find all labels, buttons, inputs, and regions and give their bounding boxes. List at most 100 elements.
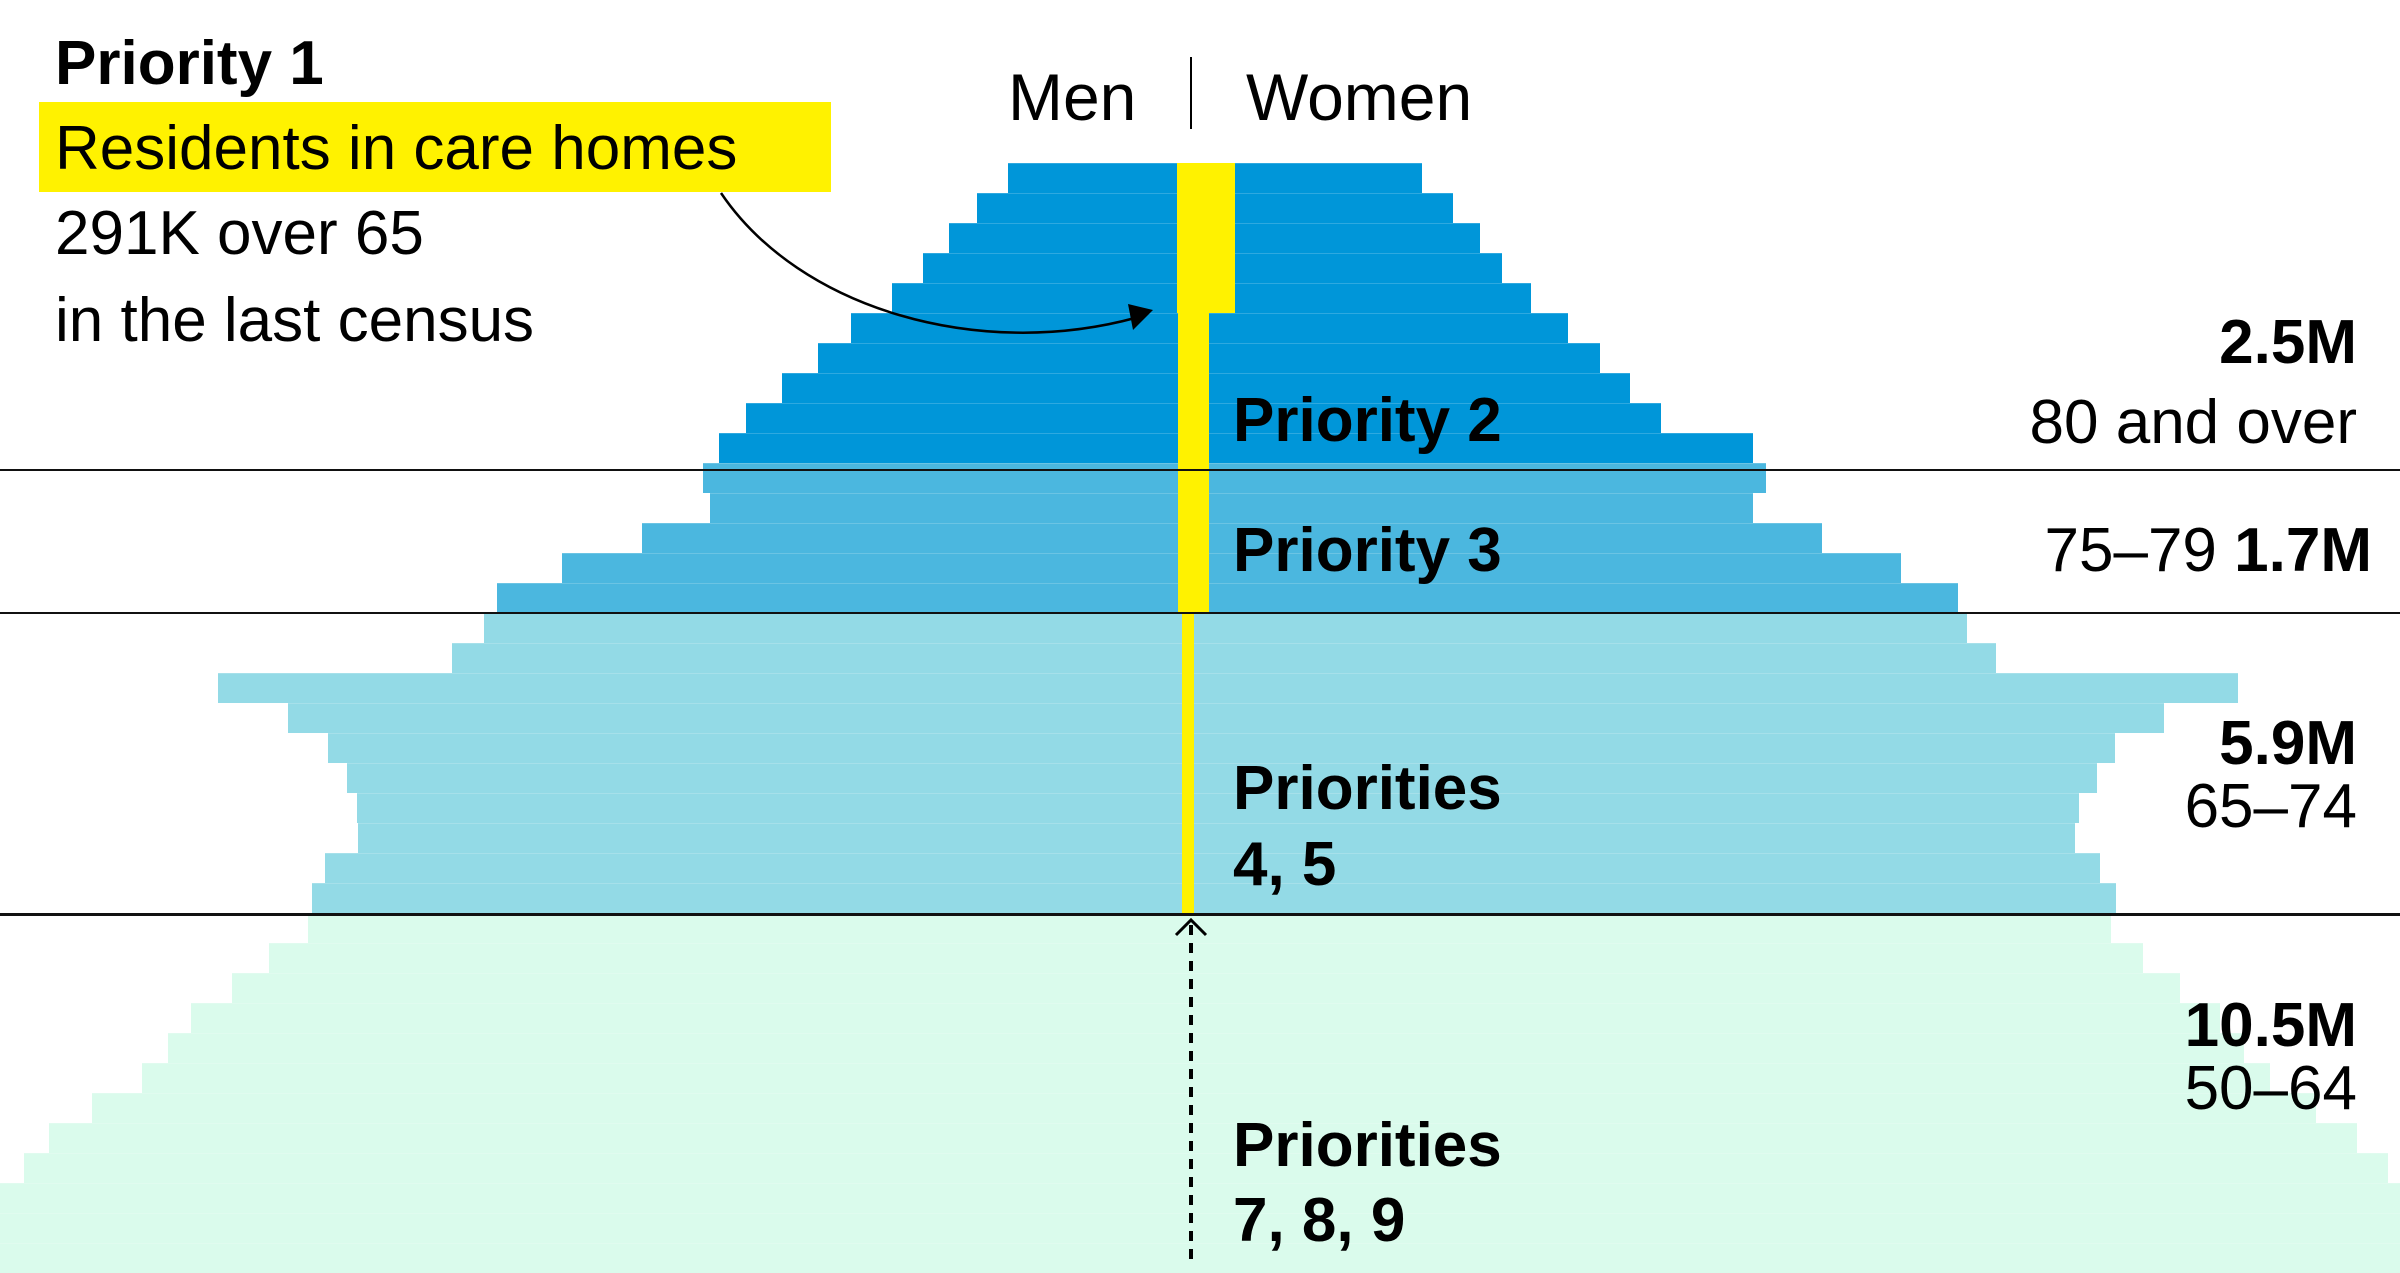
men-bar: [358, 823, 1191, 853]
annotation-line-1: 291K over 65: [55, 199, 424, 268]
priority-3-label: Priority 3: [1233, 516, 1502, 585]
dotted-arrow-chevron-icon: [1174, 917, 1208, 937]
women-bar: [1191, 973, 2180, 1003]
ages-50-64: 50–64: [2184, 1054, 2357, 1123]
men-bar: [0, 1213, 1191, 1243]
women-bar: [1191, 493, 1753, 523]
men-bar: [949, 223, 1191, 253]
men-bar: [923, 253, 1191, 283]
men-bar: [218, 673, 1191, 703]
priorities-4-5-label: Priorities: [1233, 754, 1502, 823]
women-bar: [1191, 463, 1766, 493]
priority-1-title: Priority 1: [55, 29, 324, 98]
men-bar: [168, 1033, 1191, 1063]
men-bar: [49, 1123, 1191, 1153]
highlight-box: [39, 102, 831, 192]
divider-75-65: [0, 612, 2400, 614]
women-bar: [1191, 283, 1531, 313]
women-label: Women: [1246, 60, 1473, 134]
women-bar: [1191, 853, 2100, 883]
women-bar: [1191, 403, 1661, 433]
men-bar: [24, 1153, 1191, 1183]
women-bar: [1191, 673, 2238, 703]
women-bar: [1191, 643, 1996, 673]
men-bar: [142, 1063, 1191, 1093]
men-bar: [191, 1003, 1191, 1033]
men-bar: [719, 433, 1191, 463]
men-bar: [497, 583, 1191, 613]
care-home-bar-65-74: [1182, 613, 1194, 913]
women-bar: [1191, 1213, 2400, 1243]
priorities-7-8-9-numbers: 7, 8, 9: [1233, 1186, 1406, 1255]
men-bar: [452, 643, 1191, 673]
women-bar: [1191, 553, 1901, 583]
women-bar: [1191, 523, 1822, 553]
men-bar: [977, 193, 1191, 223]
men-bar: [818, 343, 1191, 373]
women-bar: [1191, 373, 1630, 403]
priorities-4-5-numbers: 4, 5: [1233, 830, 1337, 899]
men-bar: [357, 793, 1191, 823]
arrow-head-icon: [1128, 304, 1153, 330]
curved-arrow: [719, 192, 1136, 334]
women-bar: [1191, 223, 1480, 253]
women-bar: [1191, 793, 2079, 823]
women-bar: [1191, 1063, 2270, 1093]
women-bar: [1191, 1183, 2400, 1213]
men-bar: [288, 703, 1191, 733]
men-bar: [312, 883, 1191, 913]
total-50-64: 10.5M: [2184, 991, 2357, 1060]
men-bar: [232, 973, 1191, 1003]
care-home-bar-75-79: [1178, 470, 1209, 613]
women-bar: [1191, 1153, 2388, 1183]
divider-65-50: [0, 913, 2400, 916]
men-bar: [325, 853, 1191, 883]
men-bar: [328, 733, 1191, 763]
women-bar: [1191, 343, 1600, 373]
care-home-bar-80plus-lower: [1178, 313, 1209, 470]
ages-80-plus: 80 and over: [2029, 388, 2357, 457]
women-bar: [1191, 583, 1958, 613]
women-bar: [1191, 943, 2143, 973]
women-bar: [1191, 883, 2116, 913]
divider-80-75: [0, 469, 2400, 471]
men-bar: [484, 613, 1191, 643]
men-bar: [1008, 163, 1191, 193]
men-bar: [746, 403, 1191, 433]
men-bar: [92, 1093, 1191, 1123]
men-bar: [347, 763, 1191, 793]
women-bar: [1191, 1123, 2357, 1153]
total-80-plus: 2.5M: [2219, 308, 2357, 377]
women-bar: [1191, 823, 2075, 853]
row-75-79: 75–79 1.7M: [2045, 520, 2373, 582]
women-bar: [1191, 733, 2115, 763]
women-bar: [1191, 253, 1502, 283]
total-75-79: 1.7M: [2234, 516, 2372, 585]
men-bar: [710, 493, 1191, 523]
women-bar: [1191, 613, 1967, 643]
men-bar: [703, 463, 1191, 493]
priorities-7-8-9-label: Priorities: [1233, 1111, 1502, 1180]
women-bar: [1191, 703, 2164, 733]
women-bar: [1191, 1033, 2244, 1063]
men-bar: [0, 1183, 1191, 1213]
ages-65-74: 65–74: [2184, 772, 2357, 841]
men-bar: [308, 913, 1191, 943]
men-bar: [269, 943, 1191, 973]
care-homes-highlight-text: Residents in care homes: [55, 114, 738, 183]
women-bar: [1191, 763, 2097, 793]
priority-2-label: Priority 2: [1233, 386, 1502, 455]
women-bar: [1191, 1093, 2316, 1123]
women-bar: [1191, 1003, 2220, 1033]
women-bar: [1191, 433, 1753, 463]
men-label: Men: [1008, 60, 1137, 134]
total-65-74: 5.9M: [2219, 709, 2357, 778]
care-home-bar-80plus-upper: [1177, 163, 1235, 313]
ages-75-79: 75–79: [2044, 516, 2217, 585]
women-bar: [1191, 913, 2111, 943]
women-bar: [1191, 313, 1568, 343]
men-bar: [782, 373, 1191, 403]
men-bar: [642, 523, 1191, 553]
